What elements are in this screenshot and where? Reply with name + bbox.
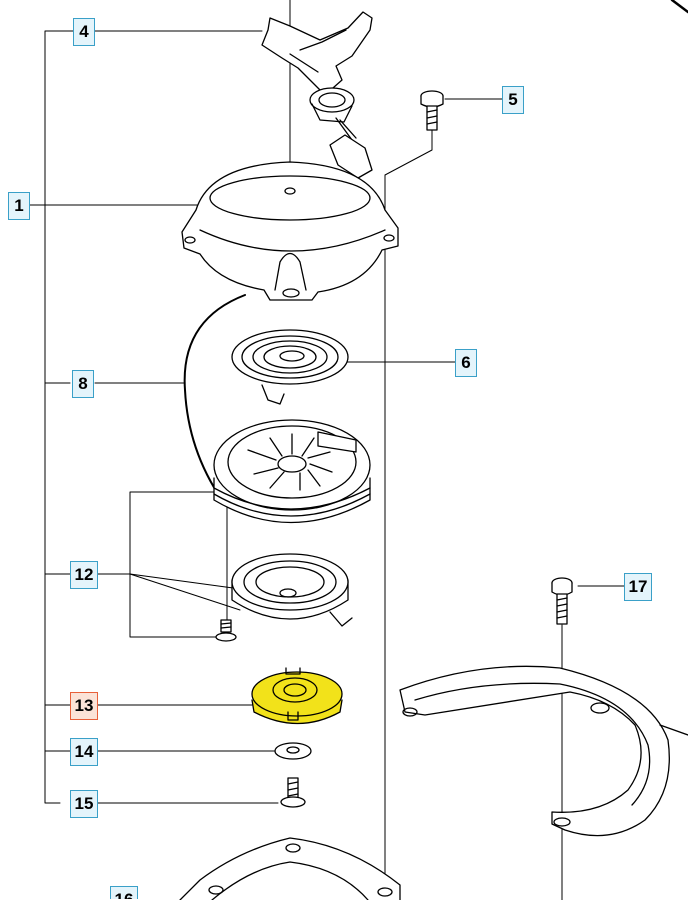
screw-15 xyxy=(280,777,306,808)
corner-mark xyxy=(670,0,688,14)
plate-16 xyxy=(179,837,401,900)
callout-14[interactable]: 14 xyxy=(70,738,98,766)
starter-housing xyxy=(181,161,399,301)
callout-6[interactable]: 6 xyxy=(455,349,477,377)
guard-bracket xyxy=(399,665,688,837)
bolt-5 xyxy=(420,90,444,131)
callout-8[interactable]: 8 xyxy=(72,370,94,398)
rope-pulley xyxy=(213,419,371,524)
part-13-highlighted xyxy=(251,667,343,725)
callout-4[interactable]: 4 xyxy=(73,18,95,46)
callout-5[interactable]: 5 xyxy=(502,86,524,114)
rewind-spring-6 xyxy=(231,329,349,405)
callout-12[interactable]: 12 xyxy=(70,561,98,589)
callout-1[interactable]: 1 xyxy=(8,192,30,220)
starter-handle xyxy=(261,11,373,179)
screw-small xyxy=(215,619,237,642)
callout-15[interactable]: 15 xyxy=(70,790,98,818)
starter-rope xyxy=(183,294,246,501)
washer-14 xyxy=(274,742,312,760)
callout-16[interactable]: 16 xyxy=(110,886,138,899)
spring-assembly-12 xyxy=(231,553,353,627)
leader-lines xyxy=(21,0,628,900)
callout-17[interactable]: 17 xyxy=(624,573,652,601)
callout-13[interactable]: 13 xyxy=(70,692,98,720)
bolt-17 xyxy=(551,577,573,625)
